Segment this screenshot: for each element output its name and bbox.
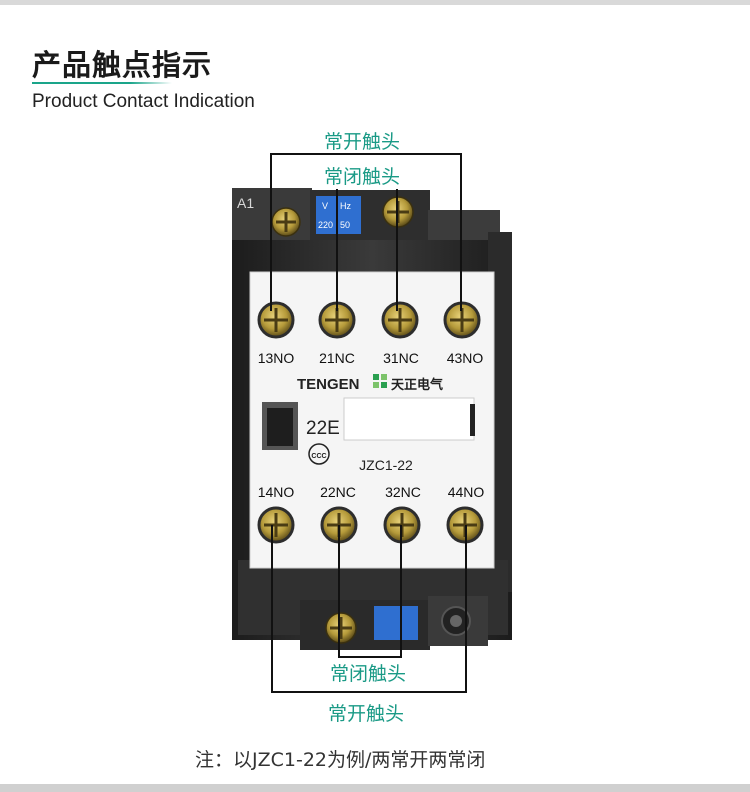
coil-frequency: 50 — [340, 220, 350, 230]
terminal-label-13no: 13NO — [258, 350, 295, 366]
coil-rating-label: V Hz 220 50 — [316, 196, 361, 234]
coil-screw-bottom-left — [325, 612, 357, 644]
a1-label: A1 — [237, 195, 254, 211]
coil-screw-bottom-right — [441, 606, 471, 636]
bottom-no-bracket — [271, 525, 467, 693]
top-divider — [0, 0, 750, 5]
brand-name-cn: 天正电气 — [391, 377, 443, 393]
model-name: JZC1-22 — [359, 457, 413, 473]
title-underline — [32, 82, 172, 84]
terminal-screw-31nc — [381, 301, 419, 339]
terminal-label-22nc: 22NC — [320, 484, 356, 500]
bottom-divider — [0, 784, 750, 792]
bottom-nc-bracket — [338, 525, 402, 658]
footnote: 注：以JZC1-22为例/两常开两常闭 — [195, 749, 486, 771]
terminal-label-21nc: 21NC — [319, 350, 355, 366]
label-top-normally-closed: 常闭触头 — [322, 162, 403, 189]
label-bottom-normally-open: 常开触头 — [328, 703, 405, 725]
terminal-label-32nc: 32NC — [385, 484, 421, 500]
coil-screw-top-left — [271, 207, 301, 237]
coil-unit-v: V — [322, 201, 328, 211]
terminal-label-14no: 14NO — [258, 484, 295, 500]
terminal-label-44no: 44NO — [448, 484, 485, 500]
coil-voltage: 220 — [318, 220, 333, 230]
coil-unit-hz: Hz — [340, 201, 351, 211]
indicator-button — [267, 408, 293, 446]
page-subtitle: Product Contact Indication — [32, 91, 255, 112]
ccc-mark-text: CCC — [311, 453, 326, 460]
model-code: 22E — [306, 418, 340, 439]
terminal-label-31nc: 31NC — [383, 350, 419, 366]
top-no-bracket — [270, 153, 462, 311]
page-title: 产品触点指示 — [32, 48, 213, 82]
marking-strip — [343, 397, 475, 441]
terminal-label-43no: 43NO — [447, 350, 484, 366]
brand-name: TENGEN — [297, 376, 360, 393]
label-top-normally-open: 常开触头 — [324, 131, 401, 153]
coil-rating-label-bottom — [374, 606, 418, 640]
marking-strip-clip — [470, 404, 475, 436]
terminal-screw-14no — [257, 506, 295, 544]
ccc-certification-icon: CCC — [308, 443, 330, 465]
brand-logo-icon — [373, 374, 387, 388]
terminal-screw-13no — [257, 301, 295, 339]
label-bottom-normally-closed: 常闭触头 — [328, 659, 409, 686]
